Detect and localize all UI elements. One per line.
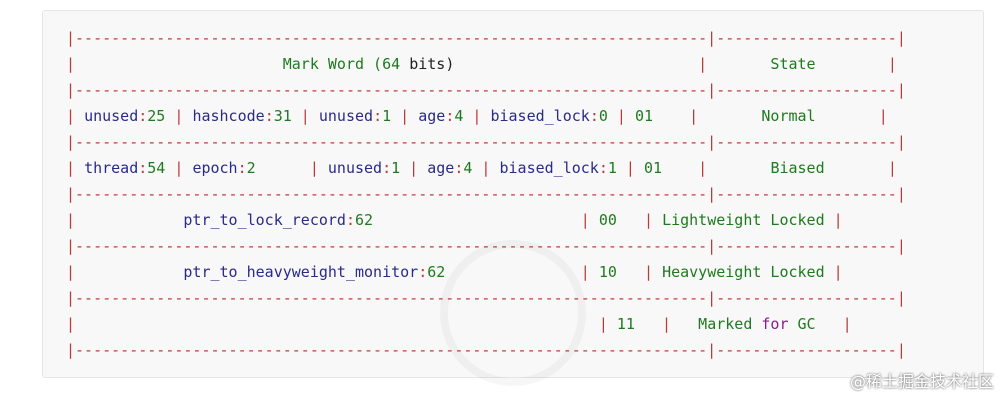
separator: |---------------------------------------… [66, 29, 906, 47]
state-lightweight: Lightweight Locked [662, 211, 825, 229]
mark-word-table: |---------------------------------------… [66, 29, 906, 359]
watermark-text: @稀土掘金技术社区 [849, 372, 994, 391]
header-state: State [770, 55, 816, 73]
state-biased: Biased [770, 159, 825, 177]
code-block [42, 10, 984, 378]
state-heavyweight: Heavyweight Locked [662, 263, 825, 281]
state-normal: Normal [761, 107, 816, 125]
